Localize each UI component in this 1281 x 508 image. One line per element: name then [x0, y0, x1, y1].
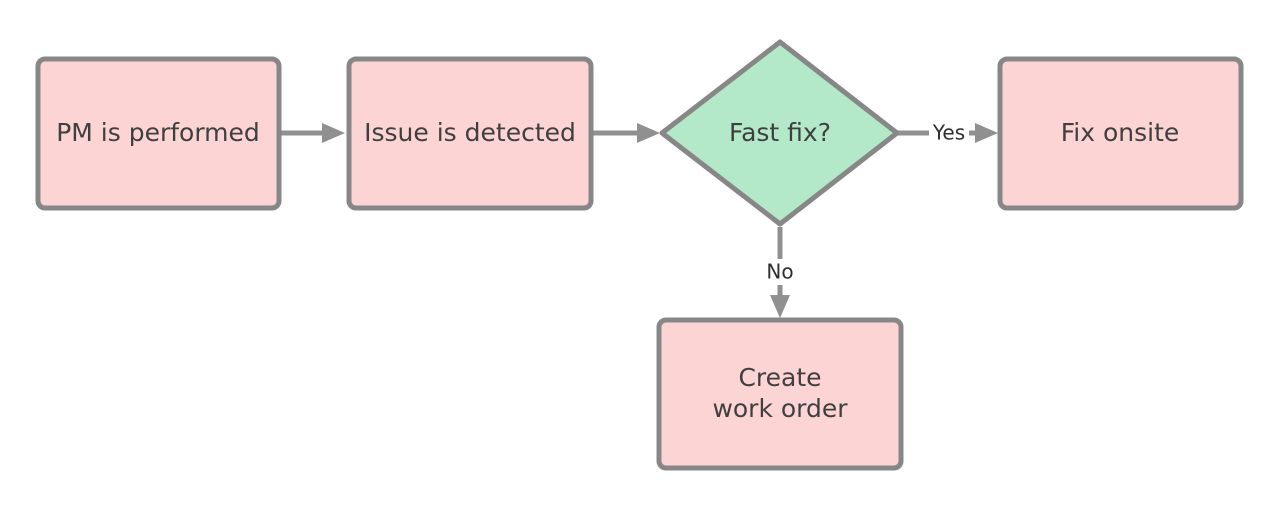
arrowhead-icon [770, 295, 790, 318]
connector-issue-to-fast-fix [591, 123, 660, 143]
node-fix-onsite: Fix onsite [997, 56, 1244, 211]
arrowhead-icon [975, 123, 998, 143]
edge-label-yes: Yes [929, 120, 969, 146]
node-pm-performed: PM is performed [35, 56, 282, 211]
svg-text:Yes: Yes [932, 121, 965, 145]
node-label: PM is performed [56, 118, 260, 147]
decision-fast-fix: Fast fix? [659, 39, 900, 227]
edge-label-no: No [761, 259, 799, 285]
arrowhead-icon [322, 123, 345, 143]
node-label-line-2: work order [712, 394, 848, 423]
node-label: Fix onsite [1061, 118, 1180, 147]
node-label-line-1: Create [738, 363, 821, 392]
node-label: Fast fix? [729, 118, 831, 147]
node-label: Issue is detected [364, 118, 576, 147]
svg-text:No: No [766, 260, 793, 284]
arrowhead-icon [637, 123, 660, 143]
node-create-work-order: Create work order [656, 317, 904, 471]
node-issue-detected: Issue is detected [346, 56, 594, 211]
connector-pm-to-issue [279, 123, 345, 143]
